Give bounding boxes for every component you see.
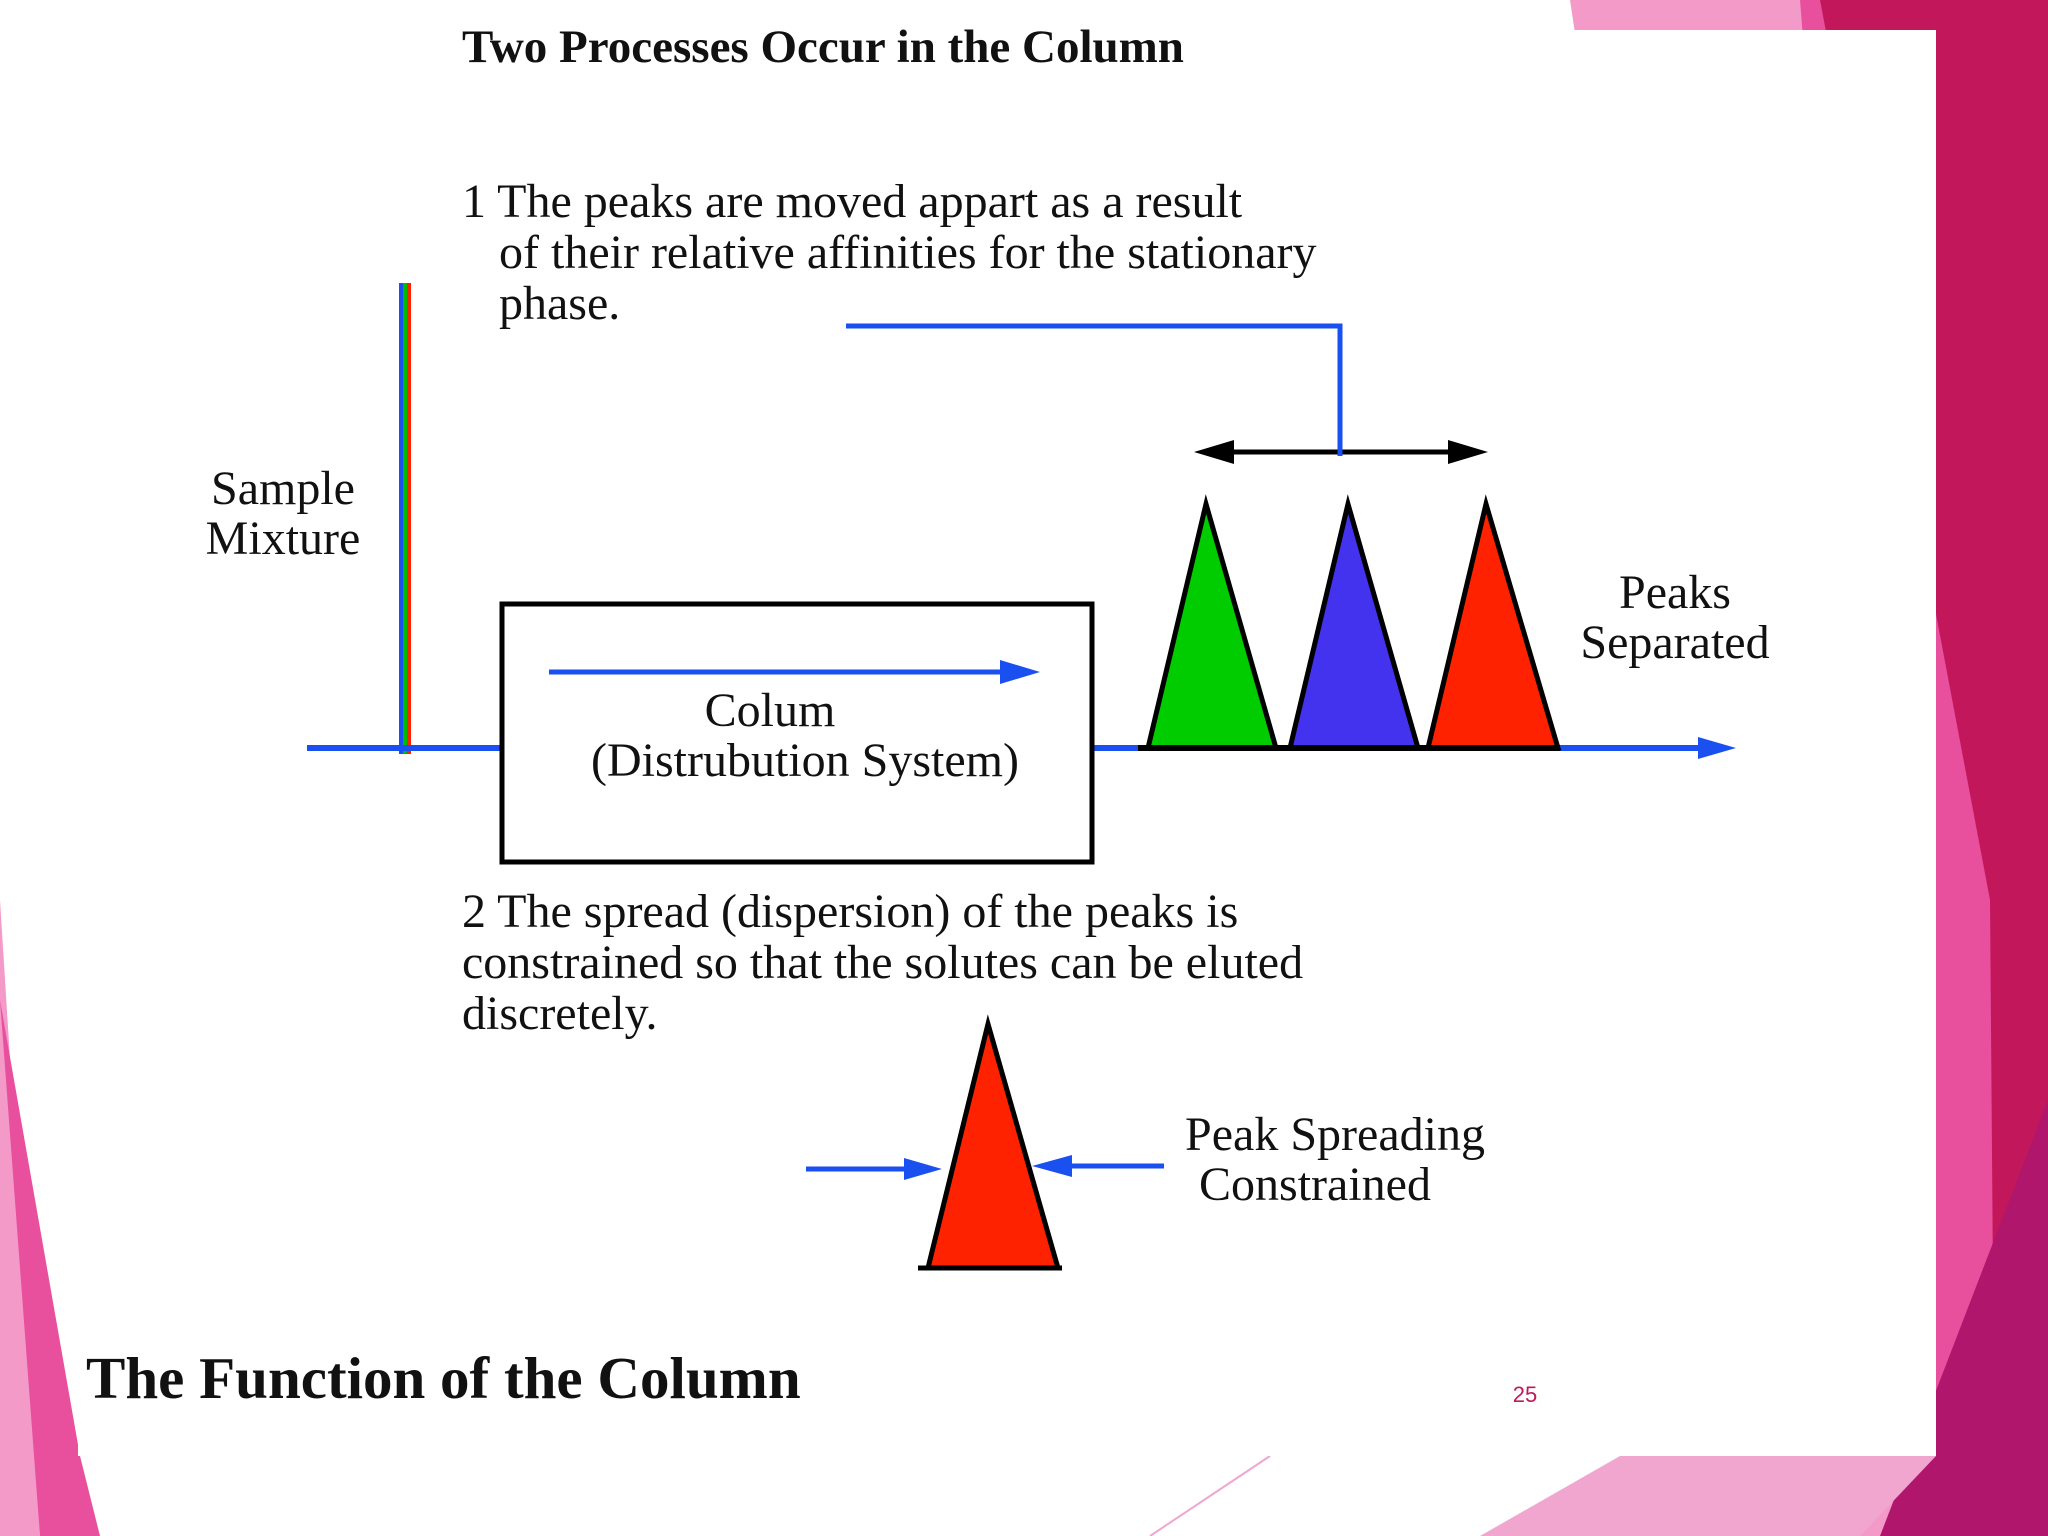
constrained-peak [924,1014,1062,1271]
flow-arrowhead [1698,737,1736,759]
process1-line: of their relative affinities for the sta… [499,226,1317,279]
bottom-band [1480,1456,1936,1536]
peaks-separated-label: Peaks Separated [1560,568,1790,668]
separation-arrowhead-right [1448,440,1488,464]
column-label: Colum (Distrubution System) [555,686,1055,786]
process1-connector [846,323,1343,456]
process2-line: 2 The spread (dispersion) of the peaks i… [462,885,1239,938]
process1-line: 1 The peaks are moved appart as a result [462,175,1243,228]
peaks-label-line: Peaks [1619,566,1731,619]
right-band-dark [1820,0,2048,1536]
column-label-line: Colum [704,684,836,737]
separation-arrowhead-left [1194,440,1234,464]
peaks-label-line: Separated [1580,616,1770,669]
sample-label-line: Mixture [205,512,361,565]
slide-title: Two Processes Occur in the Column [462,21,1184,73]
peak-spreading-label: Peak Spreading Constrained [1165,1110,1505,1210]
column-flow-arrowhead [1000,660,1040,684]
peak-green [1144,494,1280,751]
process2-line: constrained so that the solutes can be e… [462,936,1304,989]
peak-red [1424,494,1562,751]
peak-blue [1286,494,1422,751]
process1-line: phase. [499,277,621,330]
spread-arrow-left-head [904,1158,942,1180]
sample-mixture-label: Sample Mixture [188,464,378,564]
spread-label-line: Peak Spreading [1185,1108,1485,1161]
process2-line: discretely. [462,987,658,1040]
process2-description: 2 The spread (dispersion) of the peaks i… [462,886,1303,1039]
spread-label-line: Constrained [1199,1158,1431,1211]
column-label-line: (Distrubution System) [591,734,1019,787]
column-box [499,601,1095,865]
page-number: 25 [1512,1382,1538,1407]
process1-description: 1 The peaks are moved appart as a result… [462,176,1316,329]
footer-title: The Function of the Column [86,1345,801,1411]
left-band-dark [0,1000,100,1536]
sample-label-line: Sample [211,462,355,515]
bottom-thin-line [1149,1455,1271,1536]
spread-arrow-right-head [1032,1155,1072,1177]
